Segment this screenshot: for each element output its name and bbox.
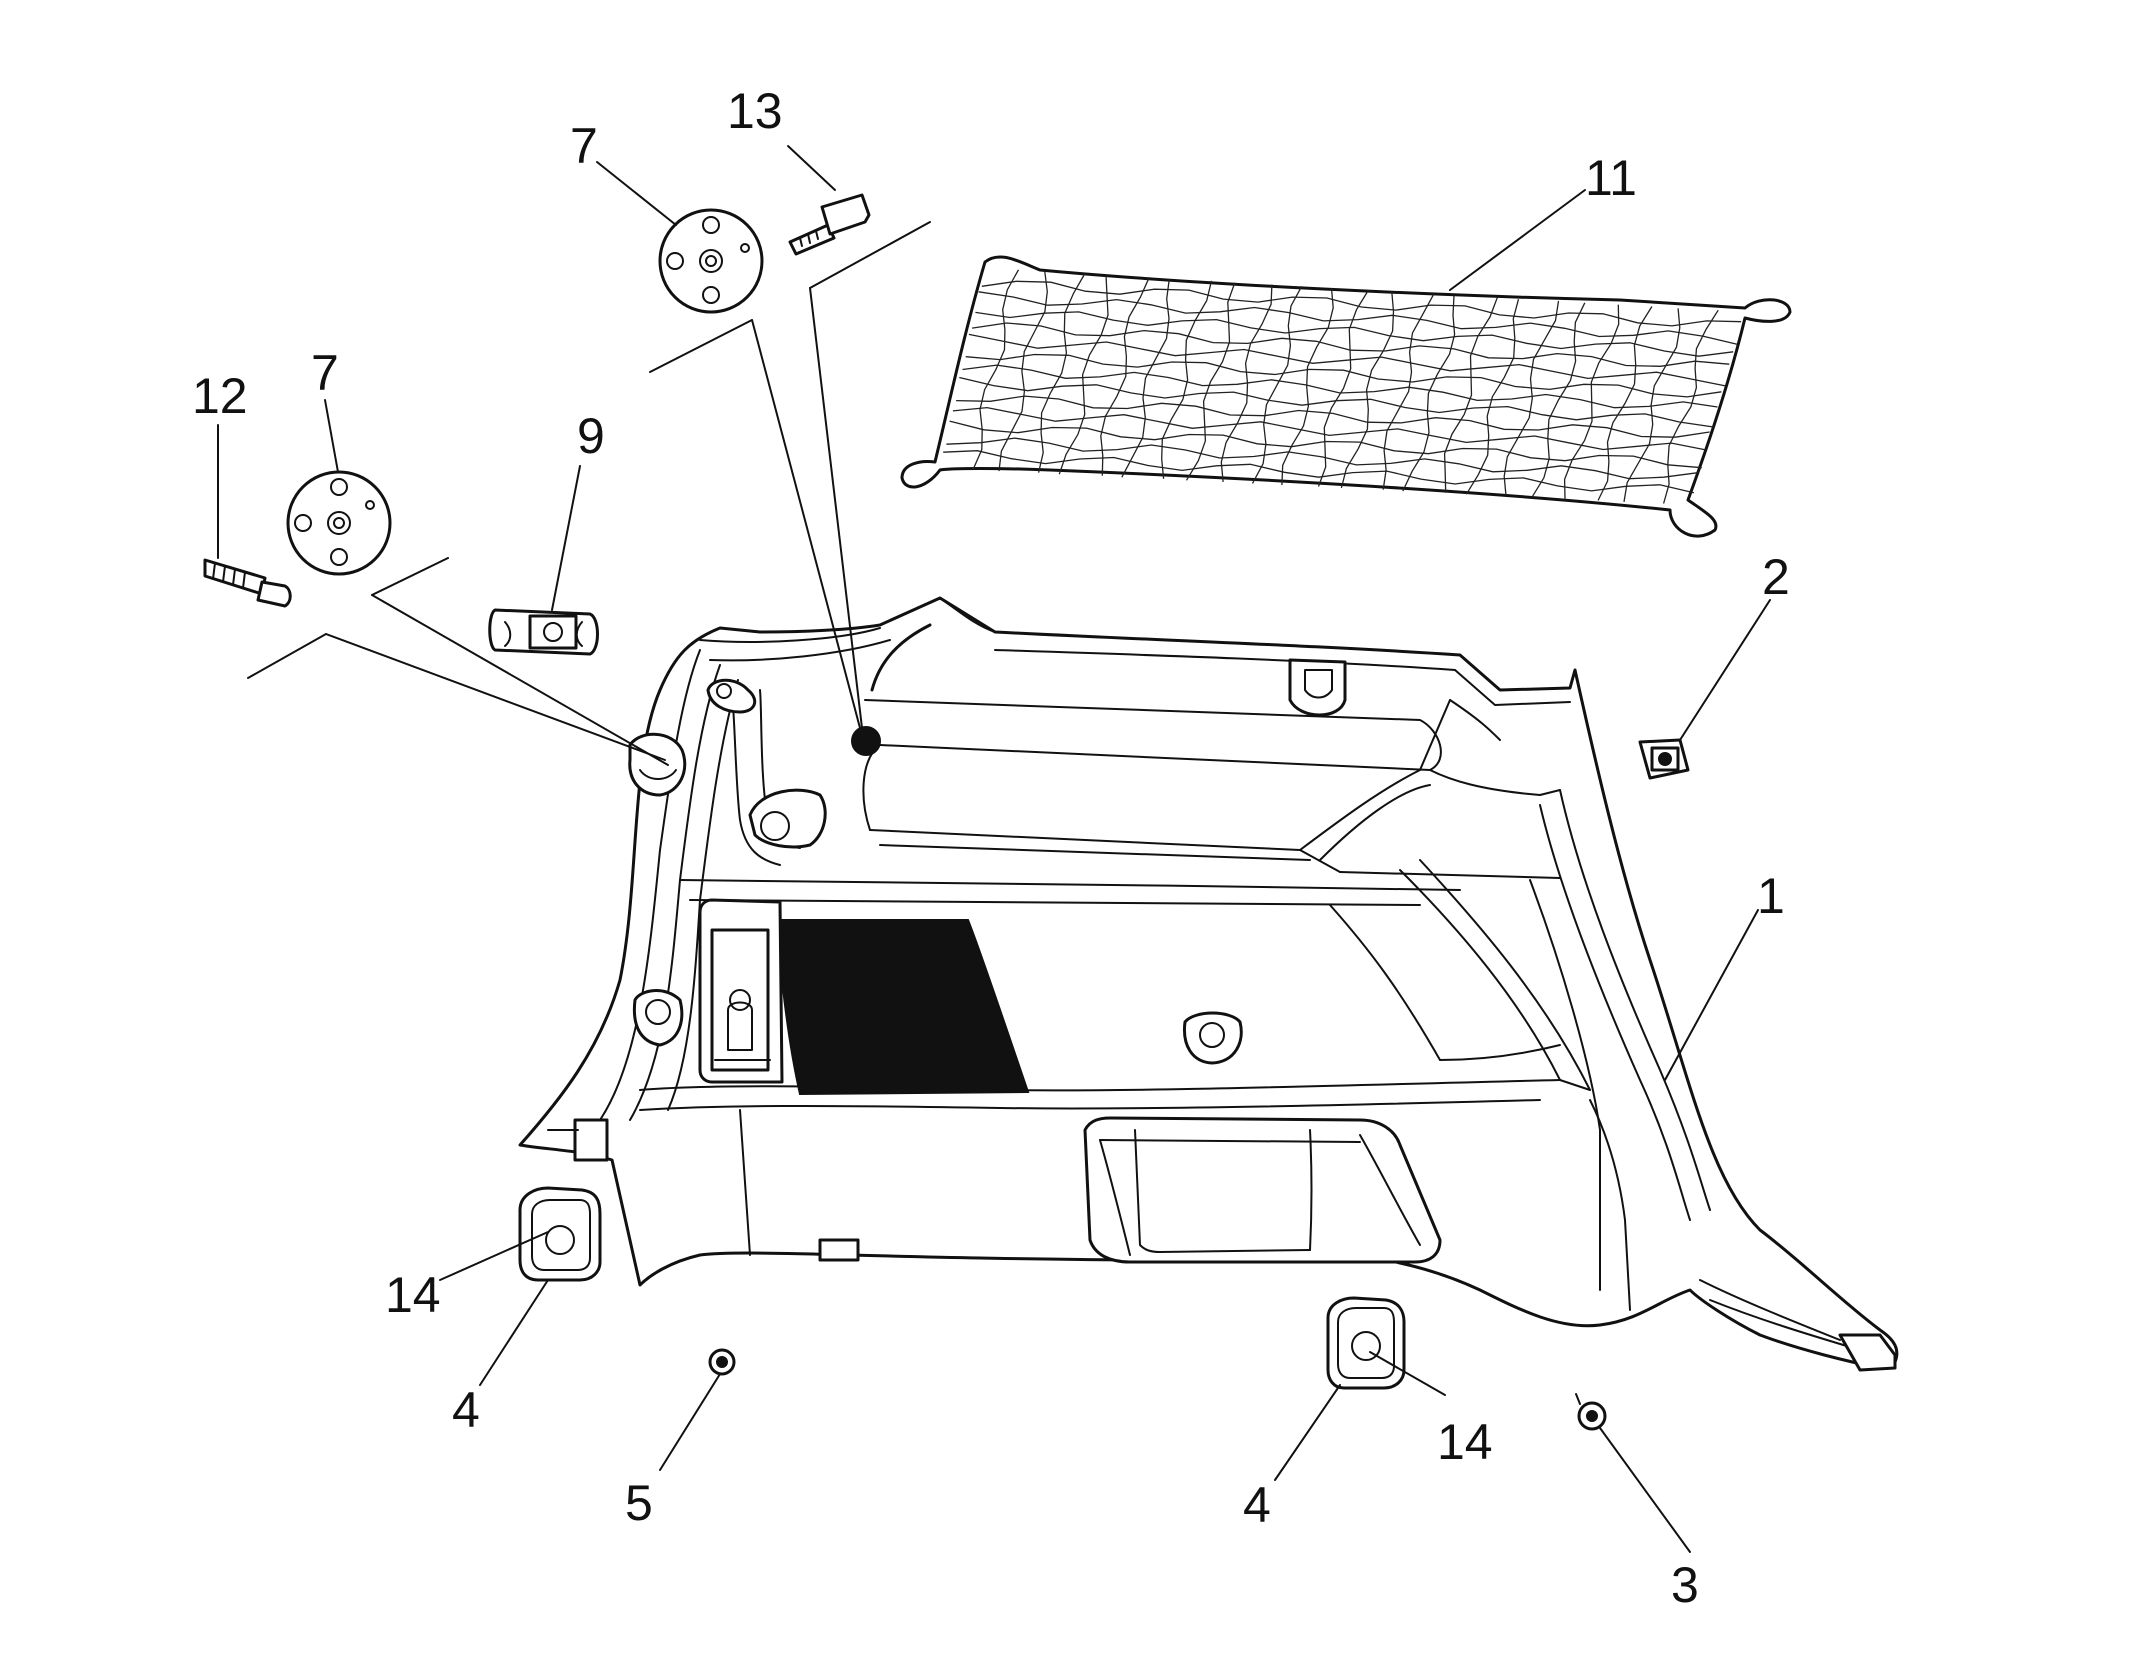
net-strand	[981, 280, 1742, 327]
net-strand	[1340, 291, 1395, 489]
net-strand	[972, 322, 1730, 367]
net-strand	[1100, 276, 1150, 476]
push-pin-fastener	[708, 1348, 736, 1376]
net-strand	[975, 311, 1734, 357]
callout-11: 11	[1585, 150, 1637, 206]
quarter-trim-panel	[518, 596, 1899, 1372]
net-strand	[943, 450, 1695, 494]
net-strand	[1503, 300, 1560, 496]
callout-14-right: 14	[1437, 1414, 1493, 1470]
callout-1: 1	[1757, 868, 1785, 924]
callout-labels: 1 2 3 4 4 5 7 7 9 11 12 13 14 14	[192, 83, 1790, 1613]
callout-5: 5	[625, 1475, 653, 1531]
net-strand	[1220, 284, 1273, 482]
upper-anchor-bolt	[851, 726, 881, 756]
trim-screw	[1575, 1393, 1607, 1431]
net-strand	[1185, 282, 1236, 481]
hex-bolt	[788, 193, 871, 256]
cargo-net	[900, 255, 1792, 538]
net-strand	[1531, 302, 1586, 498]
net-strand	[972, 269, 1020, 470]
net-strand	[1317, 289, 1370, 487]
callout-7-lower: 7	[311, 345, 339, 401]
retainer-washer-lower	[286, 470, 392, 576]
trim-cover-right	[1326, 1296, 1406, 1390]
net-strand	[1037, 273, 1086, 473]
net-strand	[1251, 285, 1303, 484]
net-strand	[965, 353, 1722, 398]
net-strand	[1402, 295, 1456, 492]
net-strand	[1058, 275, 1109, 475]
net-strand	[1563, 304, 1620, 499]
net-strand	[956, 395, 1710, 438]
net-strand	[1281, 288, 1334, 486]
push-screw	[203, 558, 292, 608]
net-strand	[1443, 297, 1499, 493]
callout-4-right: 4	[1243, 1477, 1271, 1533]
retainer-washer-upper	[658, 208, 764, 314]
callout-2: 2	[1762, 549, 1790, 605]
callout-3: 3	[1671, 1557, 1699, 1613]
net-strand	[1597, 306, 1653, 501]
panel-clip	[488, 608, 599, 656]
net-strand	[1662, 309, 1719, 504]
leader-lines	[217, 145, 1771, 1553]
net-strand	[949, 420, 1702, 469]
net-strand	[968, 333, 1726, 387]
callout-7-upper: 7	[570, 118, 598, 174]
callout-13: 13	[727, 83, 783, 139]
net-strand	[1465, 299, 1520, 495]
trim-cover-left	[518, 1186, 602, 1282]
upper-mount-cup	[628, 732, 687, 797]
callout-9: 9	[577, 408, 605, 464]
net-strand	[978, 291, 1738, 345]
net-strand	[1382, 293, 1435, 490]
net-strand	[1623, 308, 1681, 503]
callout-12: 12	[192, 368, 248, 424]
net-strand	[946, 437, 1698, 480]
net-strand	[998, 271, 1048, 472]
callout-14-left: 14	[385, 1267, 441, 1323]
net-strand	[1121, 278, 1170, 478]
net-strand	[952, 406, 1706, 451]
callout-4-left: 4	[452, 1382, 480, 1438]
nut-clip	[1638, 738, 1690, 780]
net-strand	[1161, 280, 1213, 479]
